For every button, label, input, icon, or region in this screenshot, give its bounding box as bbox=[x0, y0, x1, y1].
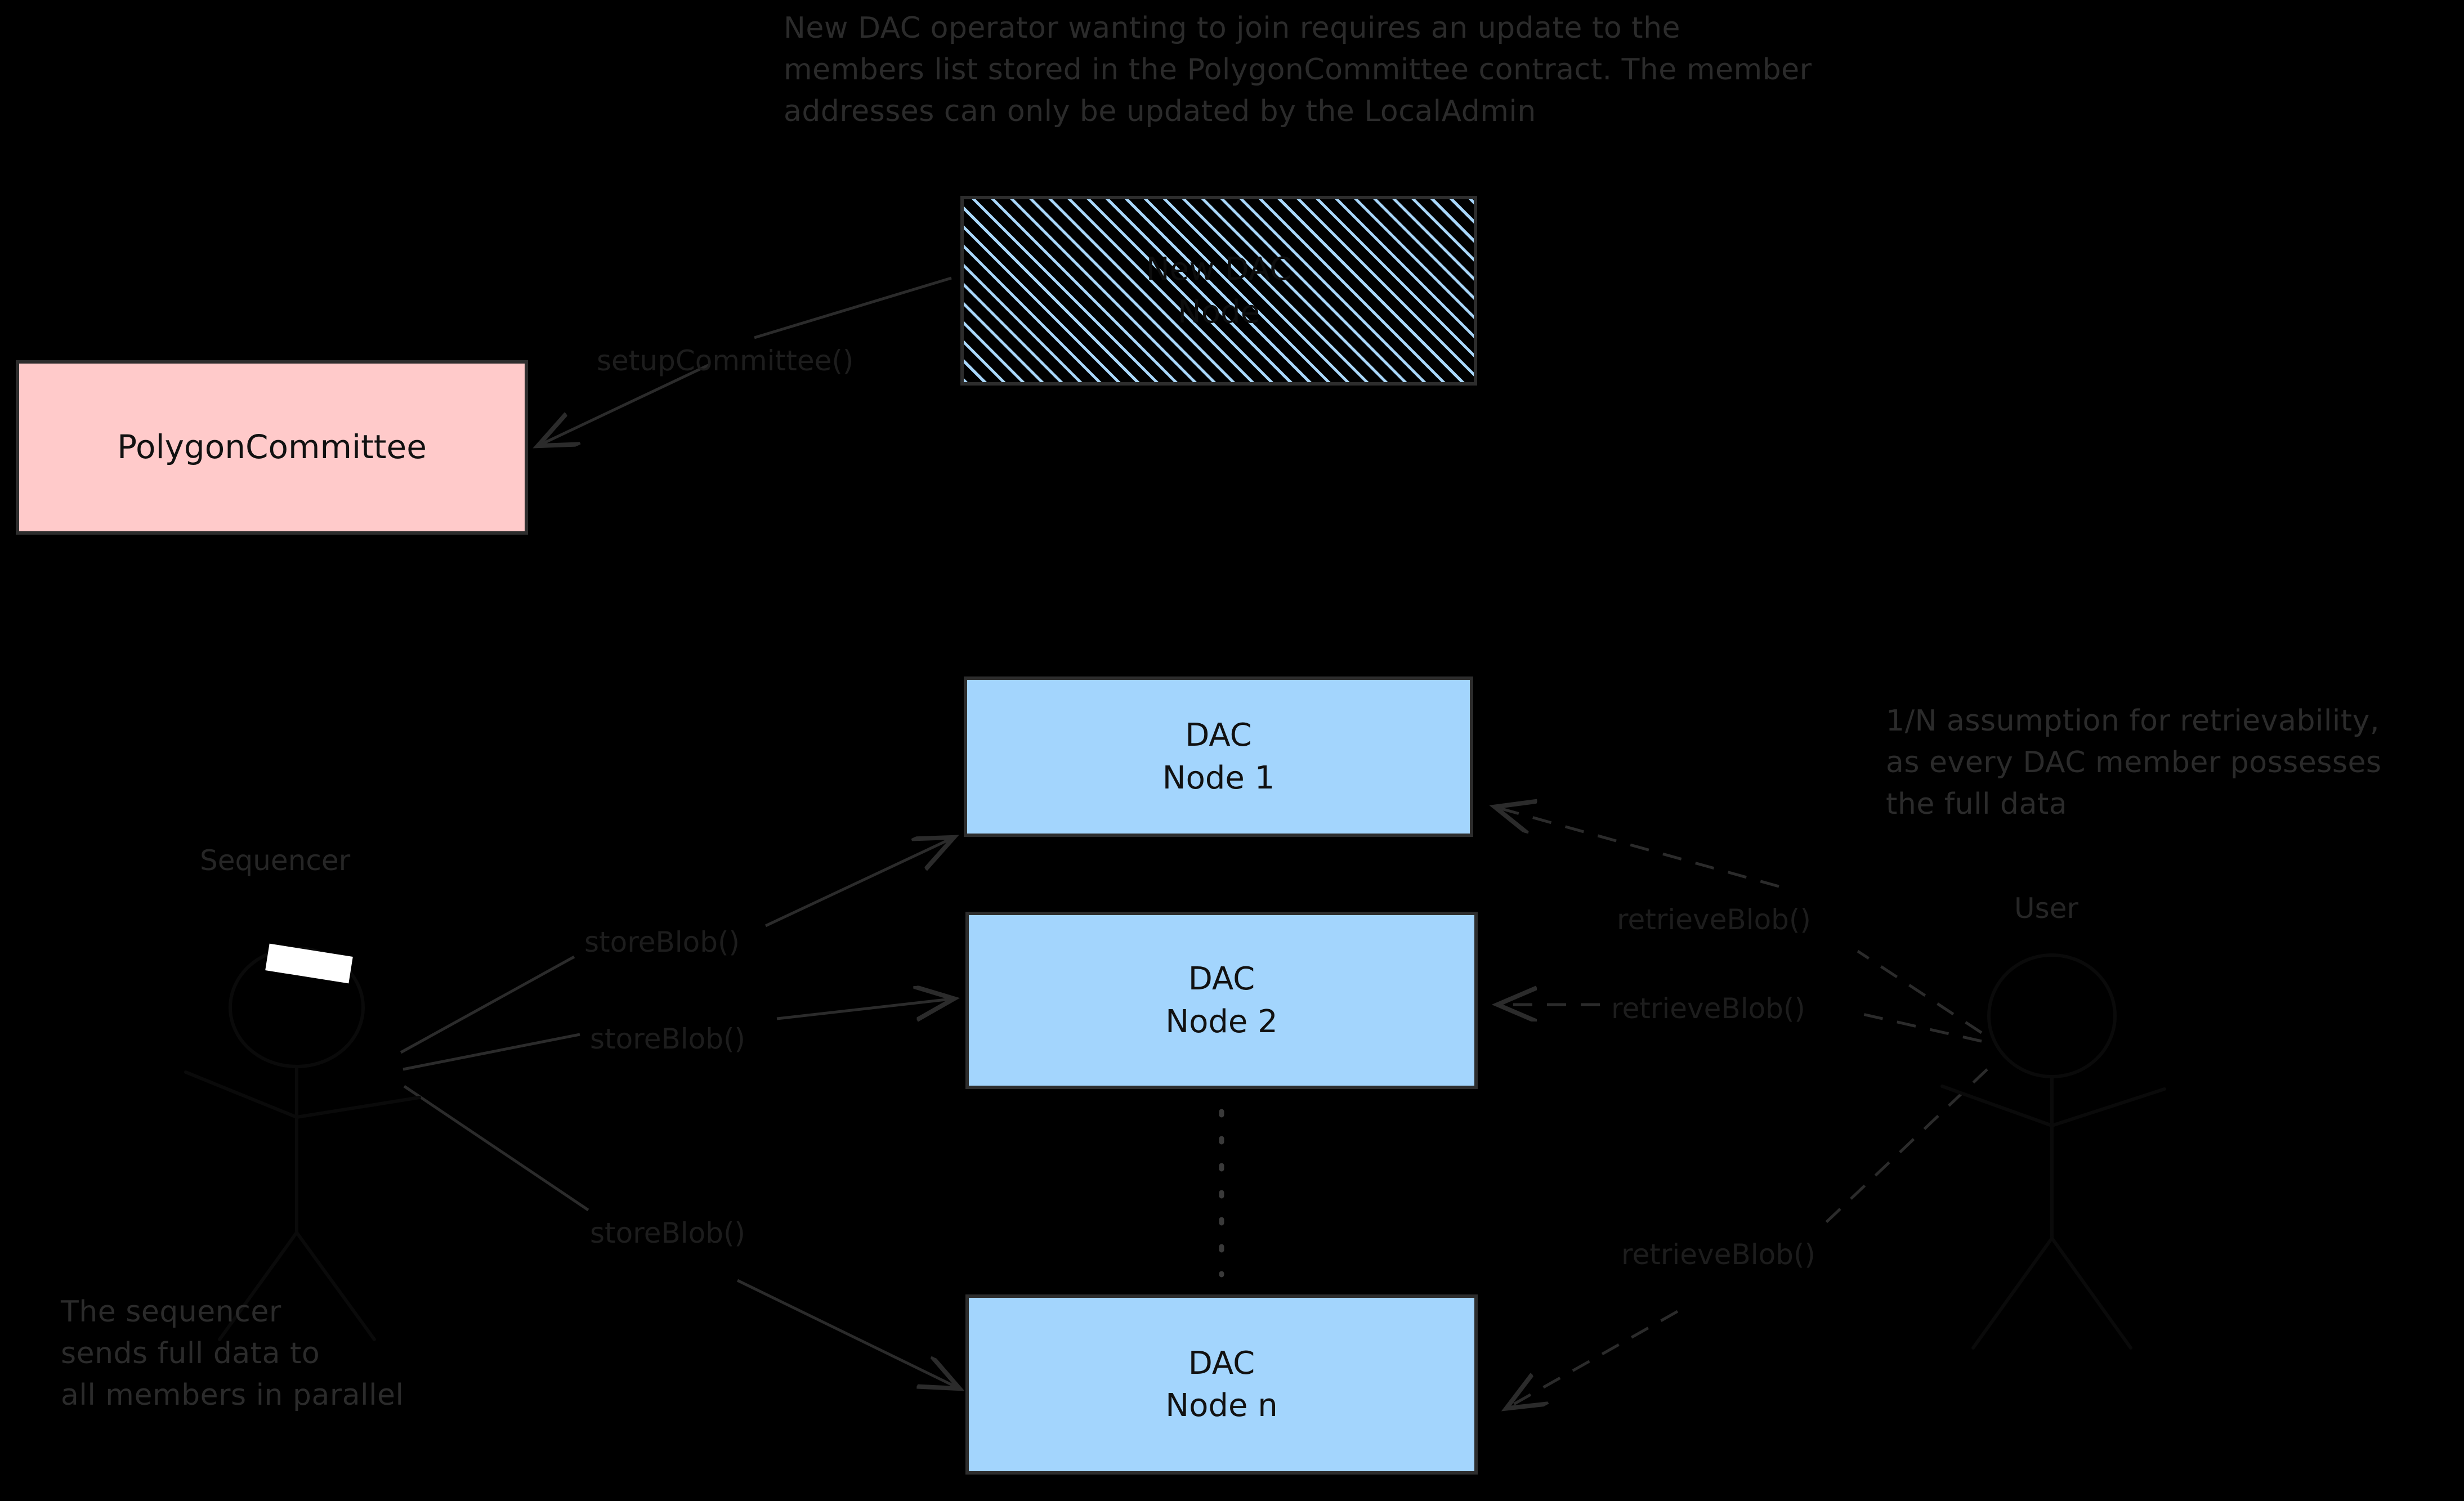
new-dac-node-label-line1: New DAC bbox=[1146, 251, 1292, 288]
dac-node-n-box[interactable]: DAC Node n bbox=[965, 1294, 1478, 1475]
sequencer-highlight-marker bbox=[265, 943, 353, 984]
user-label: User bbox=[2014, 892, 2078, 925]
annotation-note-bottom: The sequencer sends full data to all mem… bbox=[61, 1295, 404, 1412]
dac-node-2-label-line2: Node 2 bbox=[1165, 1003, 1278, 1040]
annotation-note-right: 1/N assumption for retrievability, as ev… bbox=[1886, 704, 2382, 821]
dac-node-n-label-line1: DAC bbox=[1188, 1345, 1255, 1382]
edge-label-retrieve-blob-1: retrieveBlob() bbox=[1617, 903, 1811, 936]
sequencer-label: Sequencer bbox=[200, 844, 351, 877]
edge-label-setup-committee: setupCommittee() bbox=[597, 344, 854, 377]
sequencer-figure bbox=[184, 947, 421, 1341]
polygon-committee-label: PolygonCommittee bbox=[117, 428, 427, 467]
dac-node-1-label-line1: DAC bbox=[1185, 717, 1252, 754]
edge-label-retrieve-blob-3: retrieveBlob() bbox=[1621, 1238, 1815, 1271]
user-figure bbox=[1940, 953, 2166, 1350]
edge-label-store-blob-2: storeBlob() bbox=[590, 1023, 746, 1055]
annotation-note-top: New DAC operator wanting to join require… bbox=[784, 11, 1812, 128]
edge-label-store-blob-1: storeBlob() bbox=[584, 926, 740, 958]
edge-label-store-blob-3: storeBlob() bbox=[590, 1217, 746, 1249]
dac-node-2-box[interactable]: DAC Node 2 bbox=[965, 912, 1478, 1089]
dac-node-n-label-line2: Node n bbox=[1165, 1387, 1278, 1424]
edge-label-retrieve-blob-2: retrieveBlob() bbox=[1611, 992, 1805, 1025]
dac-node-1-label-line2: Node 1 bbox=[1162, 759, 1275, 796]
dac-node-1-box[interactable]: DAC Node 1 bbox=[964, 676, 1473, 837]
dac-node-2-label-line1: DAC bbox=[1188, 961, 1255, 998]
polygon-committee-box[interactable]: PolygonCommittee bbox=[16, 360, 528, 535]
new-dac-node-box[interactable]: New DAC Node bbox=[960, 196, 1477, 386]
new-dac-node-label-line2: Node bbox=[1177, 293, 1260, 330]
